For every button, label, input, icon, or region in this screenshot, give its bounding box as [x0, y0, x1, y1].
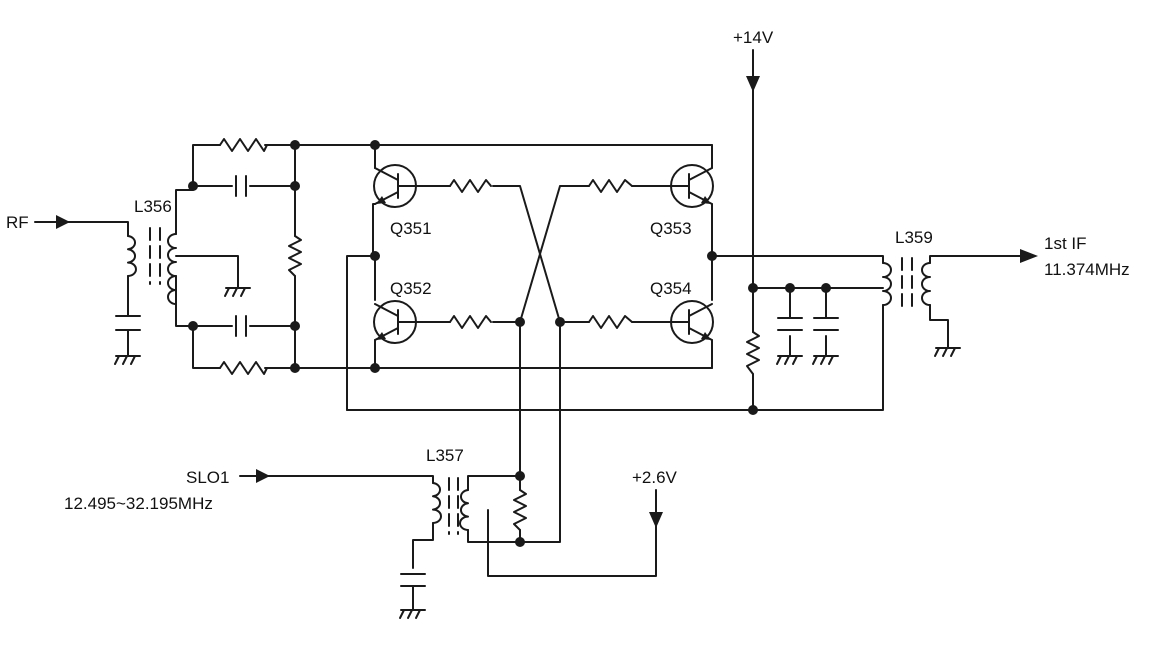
transformer-icon — [882, 262, 892, 306]
arrow-icon — [746, 76, 760, 92]
transistor-icon — [670, 300, 714, 344]
transistor-q351 — [373, 164, 417, 208]
resistor-icon — [449, 315, 492, 329]
ground-icon — [776, 355, 803, 365]
transistor-q353 — [670, 164, 714, 208]
resistors — [219, 138, 760, 531]
capacitor-icon — [235, 175, 247, 197]
transistor-q354 — [670, 300, 714, 344]
l356-label: L356 — [134, 197, 172, 216]
resistor-icon — [588, 179, 633, 193]
capacitor-icon — [235, 315, 247, 337]
ground-icon — [114, 355, 141, 365]
transistor-icon — [373, 300, 417, 344]
arrows — [56, 49, 1038, 528]
capacitors — [115, 175, 839, 587]
capacitor-icon — [400, 573, 426, 587]
if-out-label: 1st IF — [1044, 234, 1087, 253]
q354-label: Q354 — [650, 279, 692, 298]
q353-label: Q353 — [650, 219, 692, 238]
q351-label: Q351 — [390, 219, 432, 238]
capacitor-icon — [813, 317, 839, 331]
grounds — [114, 287, 961, 619]
labels: RF L356 Q351 Q352 Q353 Q354 L357 L359 +1… — [6, 28, 1130, 513]
arrow-icon — [649, 512, 663, 528]
ground-icon — [812, 355, 839, 365]
transformer-l357 — [432, 477, 469, 535]
vcc26-label: +2.6V — [632, 468, 678, 487]
l357-label: L357 — [426, 446, 464, 465]
transformer-icon — [432, 482, 442, 524]
transistor-icon — [670, 164, 714, 208]
wires — [34, 89, 1021, 611]
arrow-icon — [56, 215, 70, 229]
arrow-icon — [1020, 249, 1038, 263]
arrow-icon — [256, 469, 270, 483]
capacitor-icon — [115, 291, 141, 331]
resistor-icon — [288, 235, 302, 277]
transformer-icon — [127, 235, 137, 277]
slo1-label: SLO1 — [186, 468, 229, 487]
q352-label: Q352 — [390, 279, 432, 298]
ground-icon — [934, 347, 961, 357]
capacitor-icon — [777, 317, 803, 331]
resistor-icon — [513, 489, 527, 531]
slo1-freq-label: 12.495~32.195MHz — [64, 494, 213, 513]
resistor-icon — [746, 331, 760, 375]
resistor-icon — [219, 138, 268, 152]
l359-label: L359 — [895, 228, 933, 247]
ground-icon — [399, 609, 426, 619]
junctions — [188, 140, 831, 547]
resistor-icon — [449, 179, 492, 193]
transformer-l356 — [127, 227, 177, 305]
if-freq-label: 11.374MHz — [1044, 260, 1130, 279]
ground-icon — [224, 287, 251, 297]
transistor-q352 — [373, 300, 417, 344]
transformer-l359 — [882, 257, 931, 313]
resistor-icon — [219, 361, 268, 375]
transistor-icon — [373, 164, 417, 208]
rf-label: RF — [6, 213, 29, 232]
resistor-icon — [588, 315, 633, 329]
vcc14-label: +14V — [733, 28, 774, 47]
